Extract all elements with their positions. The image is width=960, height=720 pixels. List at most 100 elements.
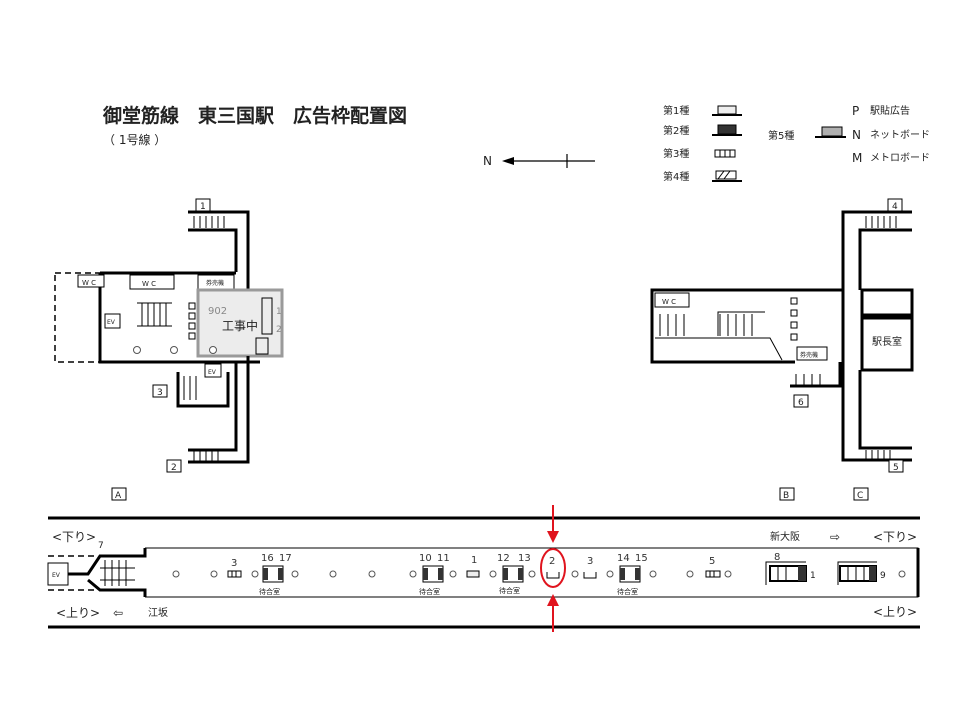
svg-text:12: 12	[497, 553, 510, 564]
exit-2-marker	[166, 459, 182, 473]
exit-5-marker	[888, 459, 904, 473]
ad-slot-2-highlighted: 2	[540, 548, 566, 588]
waiting-room-10-11: 10 11 待合室	[419, 553, 450, 596]
area-a-marker	[111, 487, 127, 501]
svg-text:M: M	[852, 151, 862, 165]
svg-text:1: 1	[200, 202, 206, 212]
svg-text:W C: W C	[142, 280, 156, 288]
destination-esaka: 江坂	[148, 607, 168, 619]
exit-3-marker	[152, 384, 168, 398]
right-concourse: 4 W C 券売機 駅長室 6 5 B C	[650, 198, 914, 501]
svg-text:14: 14	[617, 553, 630, 564]
svg-text:16: 16	[261, 553, 274, 564]
svg-text:1: 1	[810, 571, 816, 581]
area-b-marker	[779, 487, 795, 501]
svg-text:EV: EV	[107, 319, 116, 326]
stair-8: 8 1	[765, 552, 816, 585]
legend-type1: 第1種	[663, 104, 689, 117]
svg-text:1: 1	[276, 307, 282, 317]
svg-text:3: 3	[587, 556, 593, 567]
svg-text:2: 2	[549, 556, 555, 567]
svg-text:3: 3	[157, 388, 163, 398]
svg-text:EV: EV	[208, 369, 217, 376]
svg-text:工事中: 工事中	[222, 318, 258, 333]
legend: 第1種 第2種 第3種 第4種 第5種 P 駅貼広告 N ネットボード M メト…	[663, 104, 930, 183]
svg-text:11: 11	[437, 553, 450, 564]
highlight-arrow-up-icon	[547, 594, 559, 632]
direction-down-right: <下り>	[873, 530, 917, 544]
svg-text:待合室: 待合室	[617, 587, 638, 596]
svg-text:待合室: 待合室	[259, 587, 280, 596]
direction-up-left: <上り>	[56, 606, 100, 620]
highlight-circle	[540, 548, 566, 588]
svg-text:6: 6	[798, 398, 804, 408]
left-concourse: 1 W C W C 券売機 EV 902 工事中 1 2 EV 3	[54, 198, 284, 501]
type5-ad-icon	[815, 126, 846, 138]
svg-text:W C: W C	[662, 298, 676, 306]
arrow-right-icon: ⇨	[830, 530, 840, 544]
ad-slot-5: 5	[705, 556, 721, 578]
pillars	[172, 570, 906, 578]
under-construction-area: 902 工事中 1 2	[196, 288, 284, 358]
svg-text:N: N	[483, 154, 492, 168]
svg-text:5: 5	[709, 556, 715, 567]
svg-text:A: A	[115, 491, 122, 501]
page-subtitle: （ 1号線 ）	[103, 132, 166, 147]
svg-text:9: 9	[880, 571, 886, 581]
arrow-left-icon: ⇦	[113, 606, 123, 620]
waiting-room-14-15: 14 15 待合室	[617, 553, 648, 596]
svg-text:1: 1	[471, 555, 477, 566]
svg-text:2: 2	[276, 325, 282, 335]
svg-text:3: 3	[231, 558, 237, 569]
platform: EV <下り> 7 <上り> ⇦ 江坂 新大阪 ⇨ <下り> <上り> 3 16…	[47, 505, 920, 632]
ad-slot-3-right: 3	[583, 556, 597, 579]
exit-4-marker	[887, 198, 903, 212]
ad-slot-1: 1	[466, 555, 480, 578]
svg-text:10: 10	[419, 553, 432, 564]
direction-down-left: <下り>	[52, 530, 96, 544]
svg-text:C: C	[857, 491, 863, 501]
north-arrow-icon: N	[483, 154, 595, 168]
ad-slot-3-left: 3	[227, 558, 242, 578]
svg-text:待合室: 待合室	[419, 587, 440, 596]
svg-text:駅貼広告: 駅貼広告	[870, 104, 910, 117]
svg-text:5: 5	[893, 463, 899, 473]
type4-ad-icon	[712, 170, 742, 182]
legend-type2: 第2種	[663, 124, 689, 137]
svg-text:17: 17	[279, 553, 292, 564]
svg-text:W C: W C	[82, 279, 96, 287]
legend-type4: 第4種	[663, 170, 689, 183]
svg-text:メトロボード: メトロボード	[870, 152, 930, 164]
svg-text:EV: EV	[52, 572, 61, 579]
page-title: 御堂筋線 東三国駅 広告枠配置図	[102, 104, 407, 127]
legend-type5: 第5種	[768, 129, 794, 142]
type2-ad-icon	[712, 124, 742, 136]
svg-text:902: 902	[208, 306, 227, 317]
svg-text:券売機: 券売機	[800, 351, 818, 359]
svg-text:13: 13	[518, 553, 531, 564]
stair-9: 9	[837, 561, 886, 585]
svg-text:7: 7	[98, 541, 104, 551]
svg-text:ネットボード: ネットボード	[870, 129, 930, 141]
svg-text:P: P	[852, 104, 859, 118]
svg-text:B: B	[783, 491, 789, 501]
waiting-room-16-17: 16 17 待合室	[259, 553, 292, 596]
svg-text:券売機: 券売機	[206, 279, 224, 287]
planned-area-outline	[54, 272, 101, 363]
svg-text:N: N	[852, 128, 861, 142]
svg-text:4: 4	[892, 202, 898, 212]
svg-text:待合室: 待合室	[499, 586, 520, 595]
exit-6-marker	[793, 394, 809, 408]
svg-text:駅長室: 駅長室	[872, 335, 902, 348]
direction-up-right: <上り>	[873, 605, 917, 619]
type3-ad-icon	[714, 149, 736, 158]
svg-text:15: 15	[635, 553, 648, 564]
waiting-room-12-13: 12 13 待合室	[497, 553, 531, 595]
stairs-icon	[137, 302, 172, 327]
type1-ad-icon	[712, 105, 742, 116]
svg-text:2: 2	[171, 463, 177, 473]
highlight-arrow-down-icon	[547, 505, 559, 543]
area-c-marker	[853, 487, 869, 501]
destination-shin-osaka: 新大阪	[770, 530, 800, 543]
